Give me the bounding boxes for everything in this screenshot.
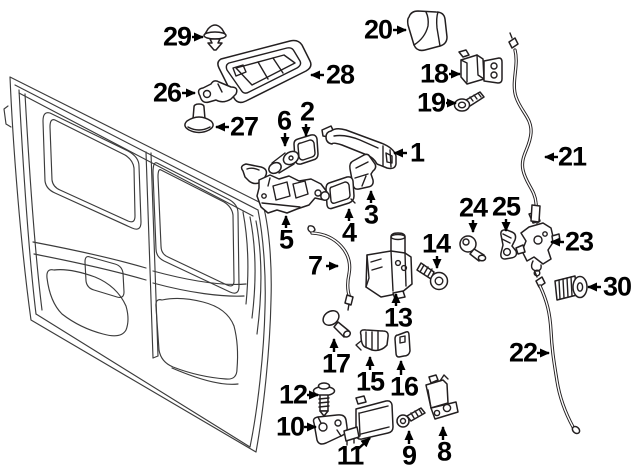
part-5-handle-reinforcement-drawing [240, 163, 330, 214]
part-25-lock-lever-drawing [500, 229, 518, 260]
part-28-handle-bezel-drawing [217, 39, 312, 104]
part-11-check-module-drawing [343, 395, 394, 446]
part-7-release-cable-drawing [307, 225, 354, 311]
part-18-door-check-hinge-drawing [458, 49, 503, 85]
part-15-clip-drawing [355, 329, 389, 352]
part-4-handle-gasket-drawing [325, 176, 356, 210]
part-3-handle-end-cap-drawing [349, 153, 377, 190]
part-19-bolt-drawing [453, 91, 485, 112]
part-17-plastic-pin-drawing [322, 310, 352, 338]
part-12-screw-drawing [312, 382, 336, 417]
part-8-striker-bracket-drawing [425, 374, 459, 420]
part-20-rubber-cover-drawing [406, 10, 448, 52]
part-6-lock-cylinder-drawing [268, 150, 300, 175]
callout-arrows [182, 25, 601, 450]
part-16-shim-plate-drawing [394, 331, 411, 358]
callout-arrow-11 [357, 437, 371, 450]
part-14-bolt-drawing [416, 262, 449, 291]
door-panel-drawing [3, 76, 272, 453]
part-13-lock-actuator-drawing [365, 232, 413, 300]
part-10-hinge-plate-drawing [312, 414, 348, 445]
part-29-push-pin-clip-drawing [203, 24, 227, 51]
part-30-grommet-plug-drawing [554, 275, 588, 301]
part-9-bolt-drawing [396, 407, 426, 428]
part-1-exterior-door-handle-drawing [321, 125, 397, 170]
part-21-lock-cable-drawing [508, 32, 541, 224]
part-26-striker-bracket-drawing [197, 80, 238, 104]
part-24-stud-grommet-drawing [459, 235, 487, 262]
part-22-release-cable-drawing [534, 271, 581, 435]
part-27-rivet-drawing [184, 103, 214, 134]
